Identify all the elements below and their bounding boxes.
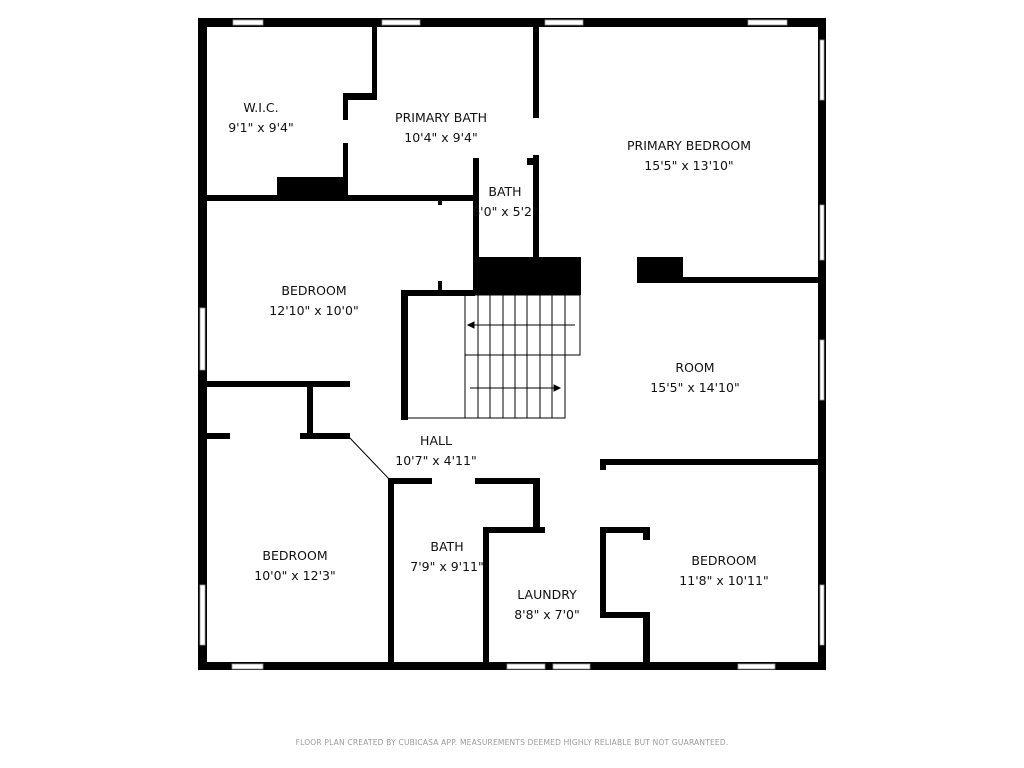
room-size: 7'9" x 9'11": [410, 559, 484, 574]
room-name: BEDROOM: [691, 553, 757, 568]
room-label-primary-bedroom: PRIMARY BEDROOM 15'5" x 13'10": [627, 136, 751, 176]
room-name: BATH: [430, 539, 464, 554]
room-size: 11'8" x 10'11": [679, 573, 769, 588]
room-size: 15'5" x 13'10": [644, 158, 734, 173]
room-name: ROOM: [675, 360, 715, 375]
room-size: 10'7" x 4'11": [395, 453, 477, 468]
room-name: PRIMARY BATH: [395, 110, 487, 125]
room-size: 8'8" x 7'0": [514, 607, 580, 622]
room-size: 9'1" x 9'4": [228, 120, 294, 135]
room-name: LAUNDRY: [517, 587, 577, 602]
room-label-bath-lower: BATH 7'9" x 9'11": [410, 537, 483, 577]
footer-disclaimer: FLOOR PLAN CREATED BY CUBICASA APP. MEAS…: [295, 738, 729, 747]
room-name: BEDROOM: [262, 548, 328, 563]
room-label-hall: HALL 10'7" x 4'11": [395, 431, 476, 471]
room-size: 8'0" x 5'2": [472, 204, 538, 219]
room-name: PRIMARY BEDROOM: [627, 138, 751, 153]
room-size: 10'4" x 9'4": [404, 130, 478, 145]
stairs: [408, 294, 581, 419]
room-size: 12'10" x 10'0": [269, 303, 359, 318]
room-size: 15'5" x 14'10": [650, 380, 740, 395]
room-label-bath-upper: BATH 8'0" x 5'2": [472, 182, 538, 222]
room-label-laundry: LAUNDRY 8'8" x 7'0": [514, 585, 580, 625]
room-name: BEDROOM: [281, 283, 347, 298]
room-size: 10'0" x 12'3": [254, 568, 336, 583]
windows: [199, 19, 825, 670]
room-name: BATH: [488, 184, 522, 199]
room-label-primary-bath: PRIMARY BATH 10'4" x 9'4": [395, 108, 487, 148]
room-label-bedroom-se: BEDROOM 11'8" x 10'11": [679, 551, 768, 591]
room-label-bedroom-sw: BEDROOM 10'0" x 12'3": [254, 546, 335, 586]
room-name: HALL: [420, 433, 452, 448]
room-label-bedroom-nw: BEDROOM 12'10" x 10'0": [269, 281, 358, 321]
room-label-room: ROOM 15'5" x 14'10": [650, 358, 739, 398]
room-label-wic: W.I.C. 9'1" x 9'4": [228, 98, 294, 138]
room-name: W.I.C.: [243, 100, 279, 115]
